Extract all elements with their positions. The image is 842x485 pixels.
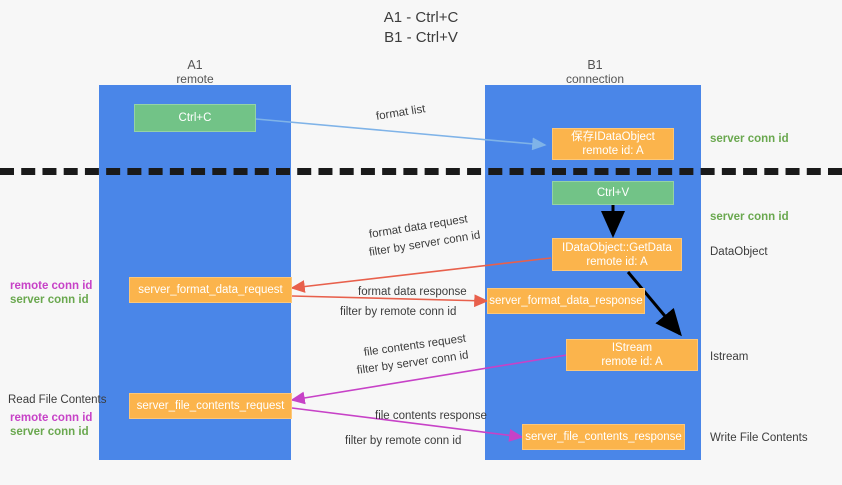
annotation-format-data-response: format data response: [358, 286, 467, 298]
label-right-istream: Istream: [710, 351, 749, 363]
label-right-server-conn-id-top: server conn id: [710, 133, 789, 145]
arrow-format-data-response: [291, 294, 489, 308]
arrow-format-list: [255, 118, 547, 151]
box-ctrl-v[interactable]: Ctrl+V: [552, 181, 674, 205]
column-b1-role: connection: [565, 72, 625, 86]
arrow-format-data-request: [290, 257, 552, 293]
box-istream-subtitle: remote id: A: [601, 356, 663, 368]
arrow-getdata-to-istream: [626, 271, 682, 337]
box-istream[interactable]: IStream remote id: A: [566, 339, 698, 371]
remote-conn-id-text-2: remote conn id: [380, 306, 457, 318]
label-right-server-conn-id-second: server conn id: [710, 211, 789, 223]
label-left-server-conn-id-bottom: server conn id: [10, 426, 89, 438]
label-left-remote-conn-id-top: remote conn id: [10, 280, 93, 292]
title-line-2: B1 - Ctrl+V: [384, 29, 458, 46]
box-store-idataobject-title: 保存IDataObject: [571, 131, 655, 143]
box-server-format-data-response[interactable]: server_format_data_response: [487, 288, 645, 314]
remote-conn-id-text-4: remote conn id: [385, 435, 462, 447]
label-left-remote-conn-id-bottom: remote conn id: [10, 412, 93, 424]
annotation-format-data-response-filter: filter by remote conn id: [340, 305, 456, 319]
label-right-write-file-contents: Write File Contents: [710, 432, 808, 444]
box-ctrl-c[interactable]: Ctrl+C: [134, 104, 256, 132]
page-title: A1 - Ctrl+C B1 - Ctrl+V: [0, 8, 842, 48]
annotation-file-contents-response-filter: filter by remote conn id: [345, 434, 461, 448]
arrow-file-contents-response: [291, 407, 524, 442]
title-line-1: A1 - Ctrl+C: [383, 9, 459, 26]
annotation-file-contents-response: file contents response: [375, 410, 487, 422]
filter-by-text-2: filter by: [340, 306, 378, 318]
label-left-server-conn-id-top: server conn id: [10, 294, 89, 306]
box-ctrl-v-label: Ctrl+V: [596, 187, 630, 199]
box-server-file-contents-response-label: server_file_contents_response: [525, 431, 682, 443]
box-server-file-contents-request-label: server_file_contents_request: [136, 400, 285, 412]
label-left-read-file-contents: Read File Contents: [8, 394, 107, 406]
arrow-file-contents-request: [290, 354, 568, 405]
column-b1-name: B1: [587, 58, 603, 72]
box-ctrl-c-label: Ctrl+C: [178, 112, 212, 124]
box-idataobject-getdata-subtitle: remote id: A: [586, 255, 648, 268]
column-header-a1: A1 remote: [140, 58, 250, 86]
box-server-format-data-response-label: server_format_data_response: [489, 295, 643, 307]
phase-divider: [0, 168, 842, 175]
box-store-idataobject-subtitle: remote id: A: [582, 145, 644, 157]
column-a1-name: A1: [187, 58, 203, 72]
box-server-format-data-request-label: server_format_data_request: [138, 284, 283, 296]
column-a1-role: remote: [176, 72, 214, 86]
column-header-b1: B1 connection: [540, 58, 650, 86]
label-right-dataobject: DataObject: [710, 246, 768, 258]
box-istream-title: IStream: [611, 342, 653, 354]
box-store-idataobject[interactable]: 保存IDataObject remote id: A: [552, 128, 674, 160]
filter-by-text-4: filter by: [345, 435, 383, 447]
box-idataobject-getdata[interactable]: IDataObject::GetData remote id: A: [552, 238, 682, 271]
box-server-file-contents-response[interactable]: server_file_contents_response: [522, 424, 685, 450]
box-server-format-data-request[interactable]: server_format_data_request: [129, 277, 292, 303]
box-idataobject-getdata-title: IDataObject::GetData: [562, 241, 672, 254]
box-server-file-contents-request[interactable]: server_file_contents_request: [129, 393, 292, 419]
